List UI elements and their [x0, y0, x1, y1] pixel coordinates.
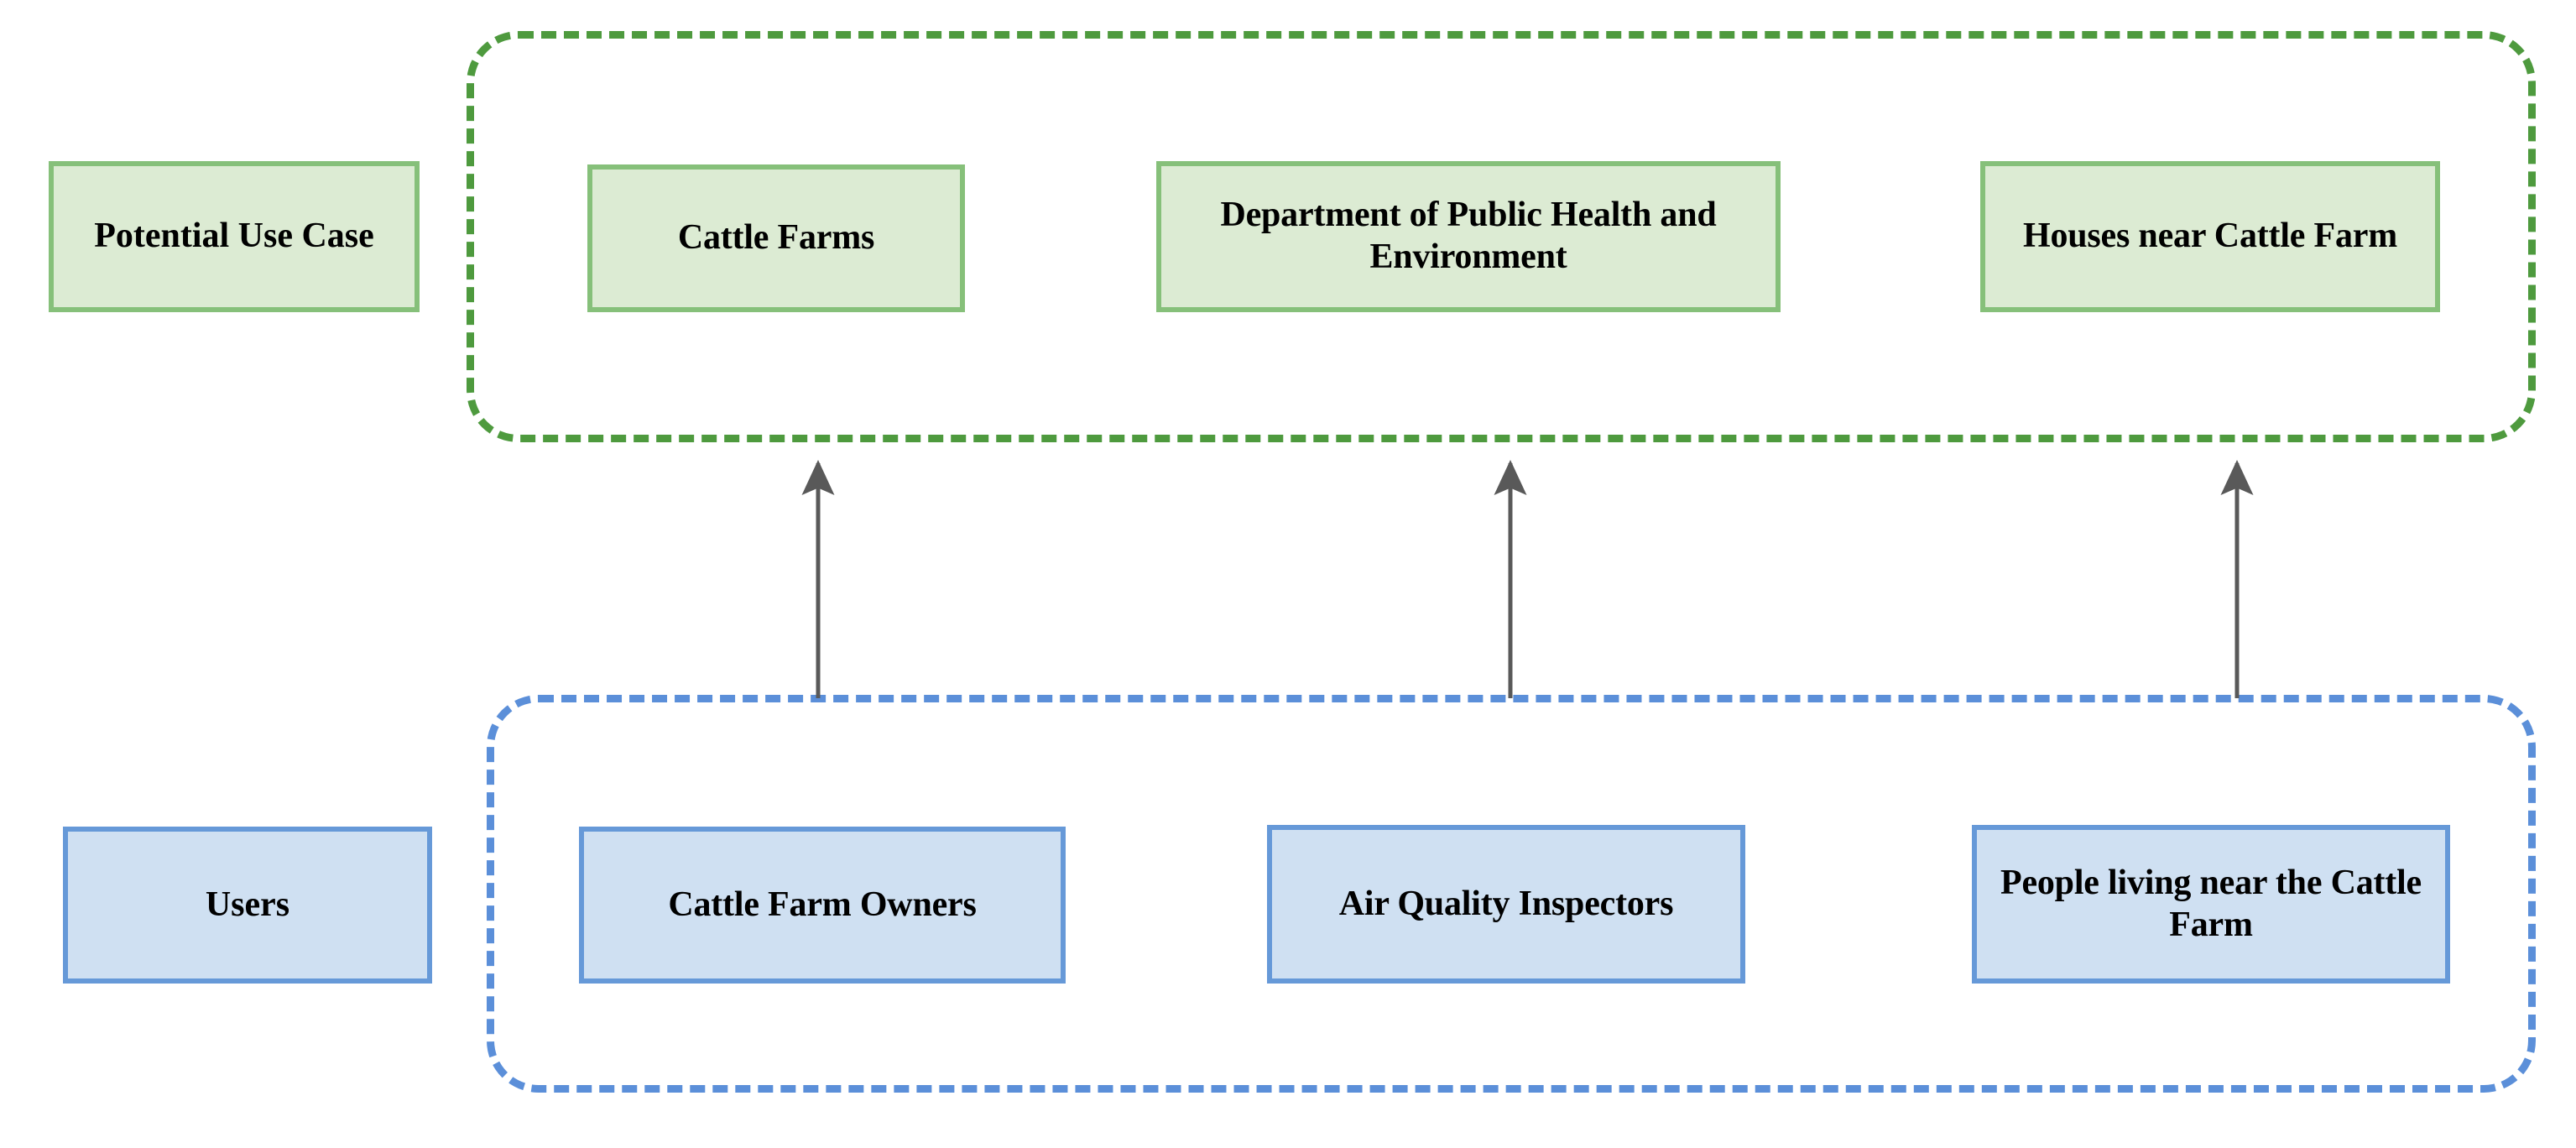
entity-box-label: Department of Public Health and Environm…	[1220, 196, 1717, 276]
entity-box-air-quality-inspectors[interactable]: Air Quality Inspectors	[1267, 825, 1745, 984]
entity-box-label: Cattle Farm Owners	[668, 884, 977, 924]
row-label-text: Users	[205, 884, 290, 924]
row-label-text: Potential Use Case	[94, 217, 374, 256]
entity-box-department-of-public-health-and-environment[interactable]: Department of Public Health and Environm…	[1156, 161, 1781, 312]
entity-box-people-living-near-the-cattle-farm[interactable]: People living near the Cattle Farm	[1972, 825, 2450, 984]
entity-box-label: Cattle Farms	[677, 218, 875, 258]
entity-box-cattle-farm-owners[interactable]: Cattle Farm Owners	[579, 827, 1066, 984]
entity-box-cattle-farms[interactable]: Cattle Farms	[587, 164, 965, 312]
users-group	[487, 695, 2536, 1093]
potential-use-case-group	[467, 31, 2536, 442]
entity-box-houses-near-cattle-farm[interactable]: Houses near Cattle Farm	[1980, 161, 2440, 312]
entity-box-label: People living near the Cattle Farm	[2000, 863, 2422, 944]
entity-box-label: Air Quality Inspectors	[1338, 884, 1674, 923]
row-label-potential-use-case: Potential Use Case	[49, 161, 420, 312]
entity-box-label: Houses near Cattle Farm	[2022, 217, 2398, 256]
row-label-users: Users	[63, 827, 432, 984]
